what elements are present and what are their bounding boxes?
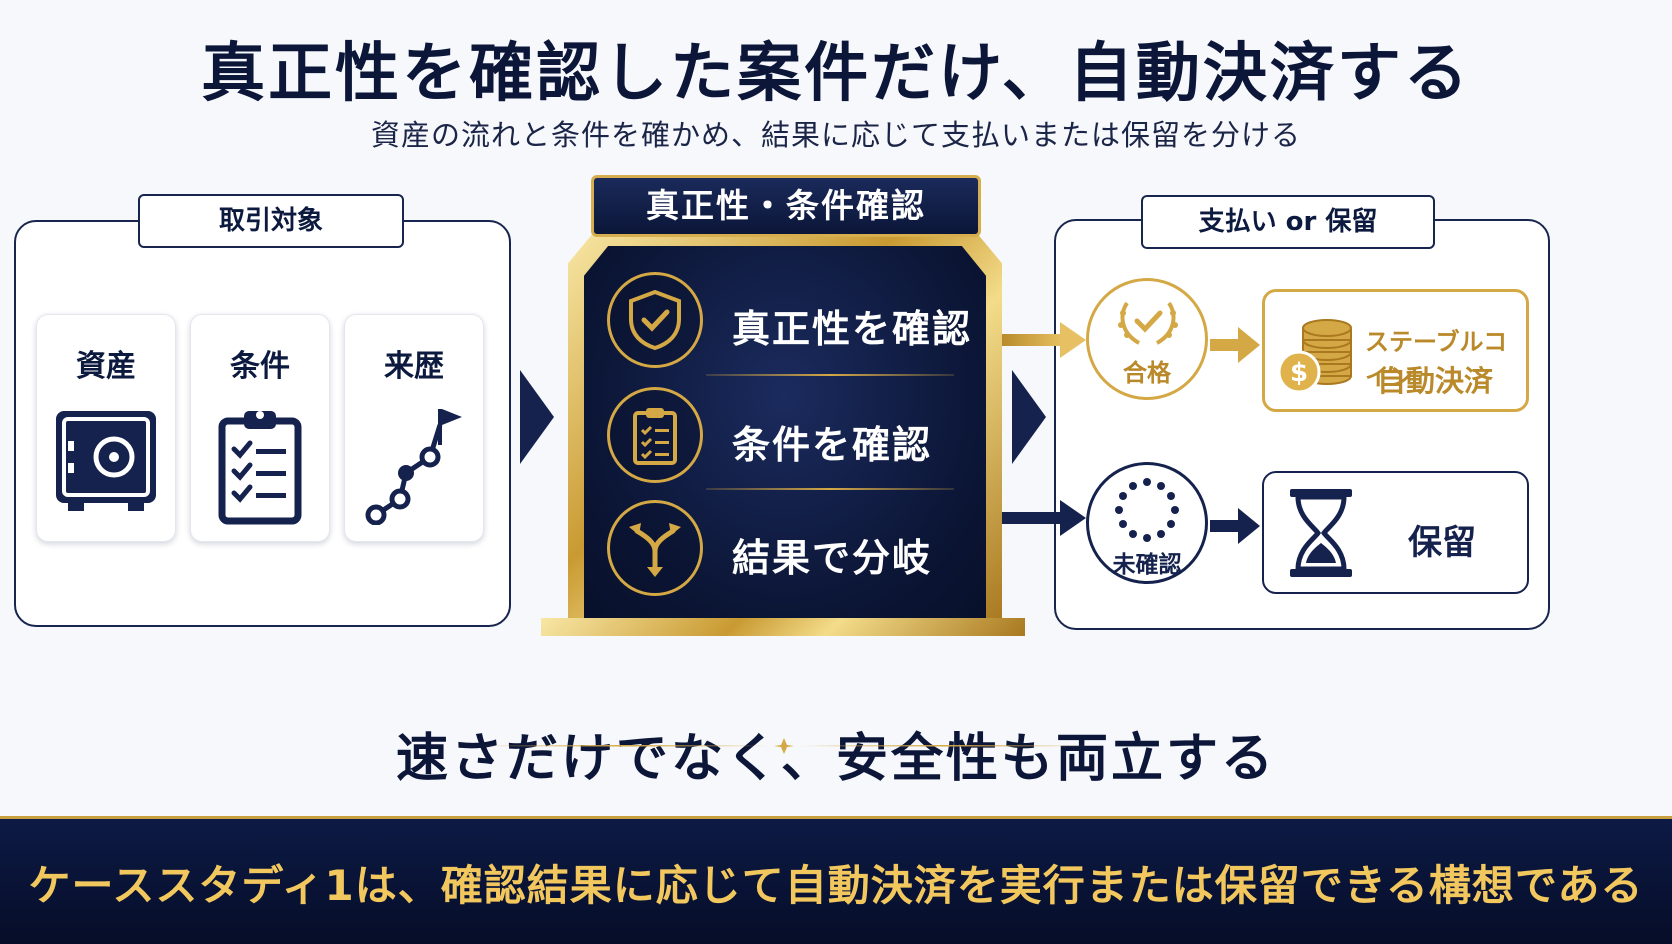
bottom-banner [0,816,1672,944]
hold-label: 保留 [1408,523,1476,563]
step-divider [706,374,954,376]
step-authenticity-circle [607,272,703,368]
pending-arrow [1002,498,1086,542]
hold-result-box: 保留 [1262,471,1529,594]
pass-arrow [1002,320,1086,364]
page-title: 真正性を確認した案件だけ、自動決済する [201,37,1471,111]
chevron-right-icon [518,370,556,468]
pending-result-arrow [1210,508,1260,548]
branch-arrows-icon [629,523,681,577]
clipboard-icon [633,408,677,465]
stablecoin-result-box: $ ステーブルコイン 自動決済 [1262,289,1529,412]
conclusion-text: ケーススタディ1は、確認結果に応じて自動決済を実行または保留できる構想である [28,861,1644,910]
asset-card-label: 資産 [76,349,136,384]
center-panel-base [541,618,1025,636]
laurel-check-icon [1118,301,1178,345]
pass-result-arrow [1210,327,1260,367]
hourglass-icon [1290,489,1352,577]
right-panel-tab: 支払い or 保留 [1141,195,1435,249]
coin-stack-icon: $ [1277,319,1352,394]
stablecoin-label: ステーブルコイン [1365,328,1508,391]
asset-card: 資産 [36,314,176,542]
svg-text:$: $ [1290,358,1308,388]
center-panel-tab: 真正性・条件確認 [591,175,981,237]
pass-node: 合格 [1086,278,1208,400]
ornamental-divider [480,738,1088,754]
step-conditions-label: 条件を確認 [732,423,933,467]
pending-node: 未確認 [1086,462,1208,584]
step-divider [706,488,954,490]
left-panel-tab: 取引対象 [138,194,404,248]
auto-settlement-label: 自動決済 [1377,364,1494,398]
loading-dots-icon [1115,478,1179,542]
step-conditions-circle [607,387,703,483]
route-flag-icon [345,405,483,525]
history-card-label: 来歴 [384,349,444,384]
step-authenticity-label: 真正性を確認 [732,307,973,351]
step-branch-circle [607,500,703,596]
conditions-card: 条件 [190,314,330,542]
slogan: 速さだけでなく、安全性も両立する [395,729,1276,789]
conditions-card-label: 条件 [230,349,290,384]
history-card: 来歴 [344,314,484,542]
safe-icon [37,405,175,517]
pass-node-label: 合格 [1123,359,1171,387]
step-branch-label: 結果で分岐 [732,536,933,580]
pending-node-label: 未確認 [1112,552,1182,578]
shield-check-icon [629,289,681,351]
page-subtitle: 資産の流れと条件を確かめ、結果に応じて支払いまたは保留を分ける [370,118,1301,152]
clipboard-checklist-icon [191,405,329,525]
chevron-right-icon [1010,370,1048,468]
